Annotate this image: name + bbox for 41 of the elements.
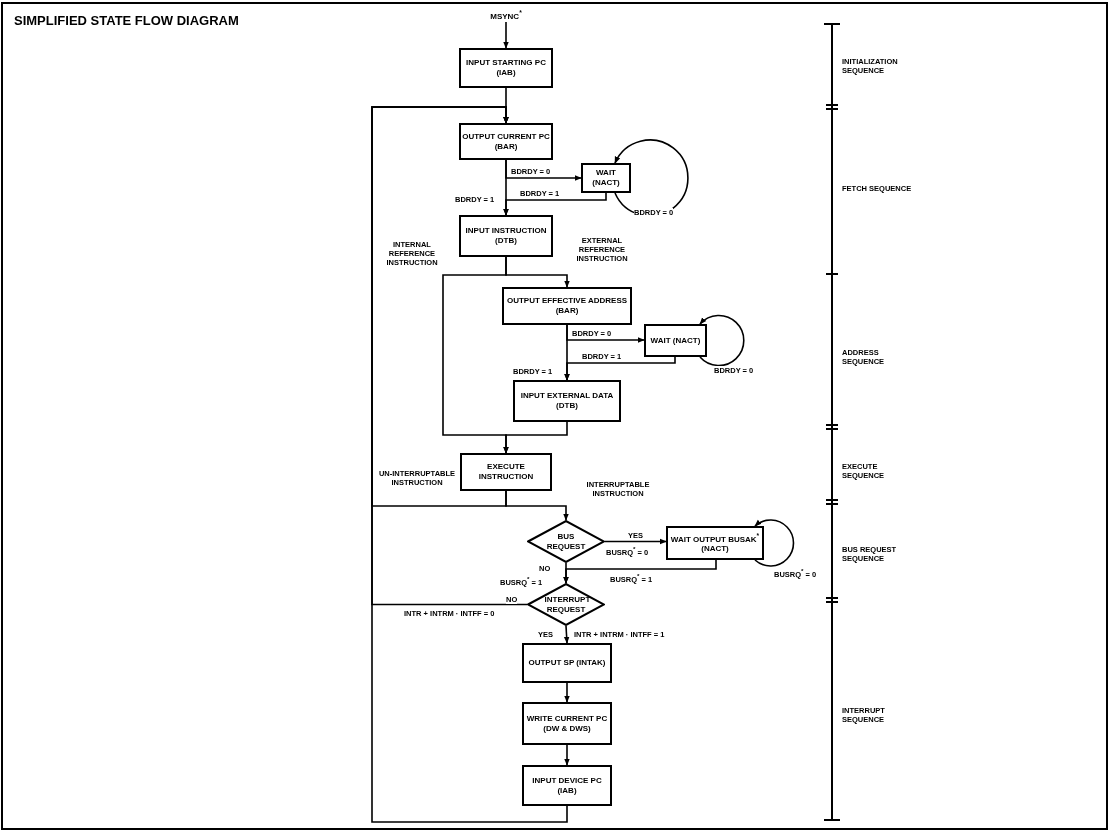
process-box bbox=[522, 702, 612, 745]
decision-diamond bbox=[527, 520, 605, 563]
process-box bbox=[522, 765, 612, 806]
process-box bbox=[513, 380, 621, 422]
arrow bbox=[563, 625, 570, 644]
arrow bbox=[564, 744, 570, 766]
process-box bbox=[502, 287, 632, 325]
decision-text: BUS REQUEST bbox=[545, 531, 587, 552]
arrow bbox=[371, 106, 568, 823]
arrow bbox=[503, 421, 568, 454]
process-box bbox=[459, 48, 553, 88]
arrow bbox=[503, 21, 509, 49]
box-text: WAIT (NACT) bbox=[650, 335, 701, 346]
box-text: WRITE CURRENT PC (DW & DWS) bbox=[525, 713, 609, 734]
box-text: INPUT EXTERNAL DATA (DTB) bbox=[519, 391, 615, 411]
process-box bbox=[644, 324, 707, 357]
box-text: OUTPUT SP (INTAK) bbox=[528, 658, 606, 668]
arrow bbox=[564, 324, 570, 381]
arrow bbox=[699, 314, 745, 367]
box-text: OUTPUT EFFECTIVE ADDRESS (BAR) bbox=[505, 296, 629, 316]
decision-diamond bbox=[527, 583, 605, 626]
box-text: INPUT DEVICE PC (IAB) bbox=[531, 775, 603, 796]
process-box bbox=[522, 643, 612, 683]
arrow bbox=[604, 538, 667, 545]
box-text: INPUT STARTING PC (IAB) bbox=[465, 58, 547, 78]
box-text: WAIT (NACT) bbox=[591, 168, 621, 188]
box-text: INPUT INSTRUCTION (DTB) bbox=[464, 226, 548, 246]
signal-name: MSYNC$^{*}$ bbox=[490, 8, 522, 22]
box-text: OUTPUT CURRENT PC (BAR) bbox=[461, 131, 551, 152]
arrow bbox=[563, 562, 569, 584]
process-box bbox=[581, 163, 631, 193]
process-box bbox=[460, 453, 552, 491]
arrow bbox=[564, 682, 570, 703]
diagram-title: SIMPLIFIED STATE FLOW DIAGRAM bbox=[14, 13, 239, 28]
process-box bbox=[459, 123, 553, 160]
arrow bbox=[754, 519, 795, 567]
arrow bbox=[503, 159, 509, 216]
process-box bbox=[459, 215, 553, 257]
box-text: EXECUTE INSTRUCTION bbox=[477, 462, 535, 482]
box-text: WAIT OUTPUT BUSAK$^{*}$ (NACT) bbox=[669, 531, 761, 555]
decision-text: INTERRUPT REQUEST bbox=[544, 594, 588, 615]
